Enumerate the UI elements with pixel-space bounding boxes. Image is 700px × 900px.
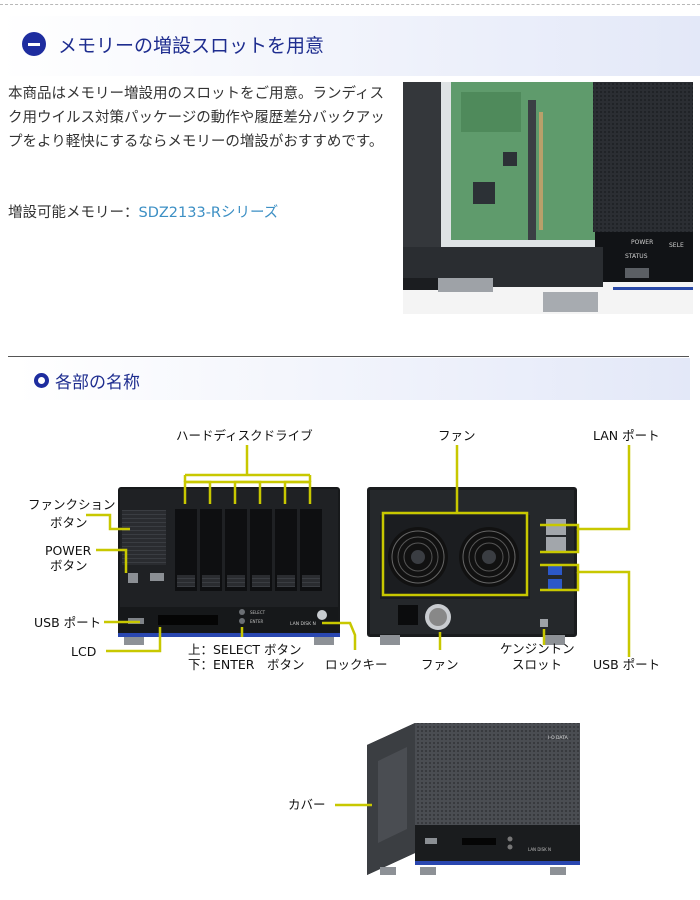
label-power-2: ボタン (50, 558, 88, 573)
function-button (128, 573, 138, 583)
memory-compat-line: 増設可能メモリー：SDZ2133-Rシリーズ (8, 201, 278, 225)
drive-bays (175, 509, 322, 591)
lcd-display (158, 615, 218, 625)
label-back-usb: USB ポート (593, 657, 660, 672)
section-heading-band (0, 16, 700, 76)
power-button (150, 573, 164, 581)
ring-icon (34, 372, 49, 388)
parts-heading-text: 各部の名称 (55, 372, 140, 393)
label-cover: カバー (288, 797, 326, 812)
cover-side-panel (378, 747, 407, 843)
section-heading-text: メモリーの増設スロットを用意 (58, 34, 325, 57)
label-enter: 下：ENTER ボタン (188, 657, 304, 672)
label-lock: ロックキー (325, 657, 388, 672)
memory-description: 本商品はメモリー増設用のスロットをご用意。ランディスク用ウイルス対策パッケージの… (8, 86, 385, 150)
label-function-2: ボタン (50, 515, 88, 530)
kensington-slot (540, 619, 548, 627)
back-view (367, 487, 577, 645)
label-back-fan-top: ファン (438, 428, 476, 443)
cover-brand-text: I-O DATA (548, 735, 569, 741)
label-kensington-2: スロット (512, 657, 562, 672)
lock-key (317, 610, 327, 620)
label-power-1: POWER (45, 543, 92, 558)
top-rule (0, 4, 700, 5)
front-view: SELECT ENTER LAN DISK N (118, 487, 340, 645)
front-callout-lines (86, 445, 357, 653)
label-lcd: LCD (71, 644, 96, 659)
memory-product-link[interactable]: SDZ2133-Rシリーズ (138, 205, 279, 221)
cover-model-text: LAN DISK N (528, 847, 551, 852)
label-hdd: ハードディスクドライブ (176, 428, 313, 443)
photo-power-text: POWER (631, 239, 653, 246)
back-usb-port-1 (548, 565, 562, 575)
back-callout-lines (381, 445, 631, 657)
section-heading-band-parts (16, 358, 690, 400)
label-select: 上：SELECT ボタン (188, 642, 302, 657)
power-inlet (398, 605, 418, 625)
back-usb-port-2 (548, 579, 562, 589)
label-front-usb: USB ポート (34, 615, 101, 630)
cover-view: LAN DISK N I-O DATA (367, 723, 580, 875)
label-back-fan-bottom: ファン (421, 657, 459, 672)
memory-slot-photo-svg: POWER STATUS SELE (403, 82, 693, 314)
section-heading-parts: 各部の名称 (34, 368, 140, 393)
lan-port-2 (546, 537, 566, 553)
photo-status-text: STATUS (625, 253, 648, 260)
section-separator (8, 356, 689, 357)
front-enter-text: ENTER (250, 619, 263, 624)
memory-slot-photo: POWER STATUS SELE (403, 82, 693, 314)
section-heading-memory: メモリーの増設スロットを用意 (22, 30, 324, 58)
label-function-1: ファンクション (28, 497, 116, 512)
front-model-text: LAN DISK N (290, 621, 316, 627)
label-lan: LAN ポート (593, 428, 660, 443)
parts-diagram: SELECT ENTER LAN DISK N ハードディスクドライブ ファンク… (28, 428, 660, 875)
photo-select-text: SELE (669, 242, 684, 249)
front-select-text: SELECT (250, 610, 266, 615)
label-kensington-1: ケンジントン (500, 641, 575, 656)
memory-compat-label: 増設可能メモリー： (8, 205, 139, 221)
minus-icon (22, 32, 46, 56)
lan-port-1 (546, 519, 566, 535)
